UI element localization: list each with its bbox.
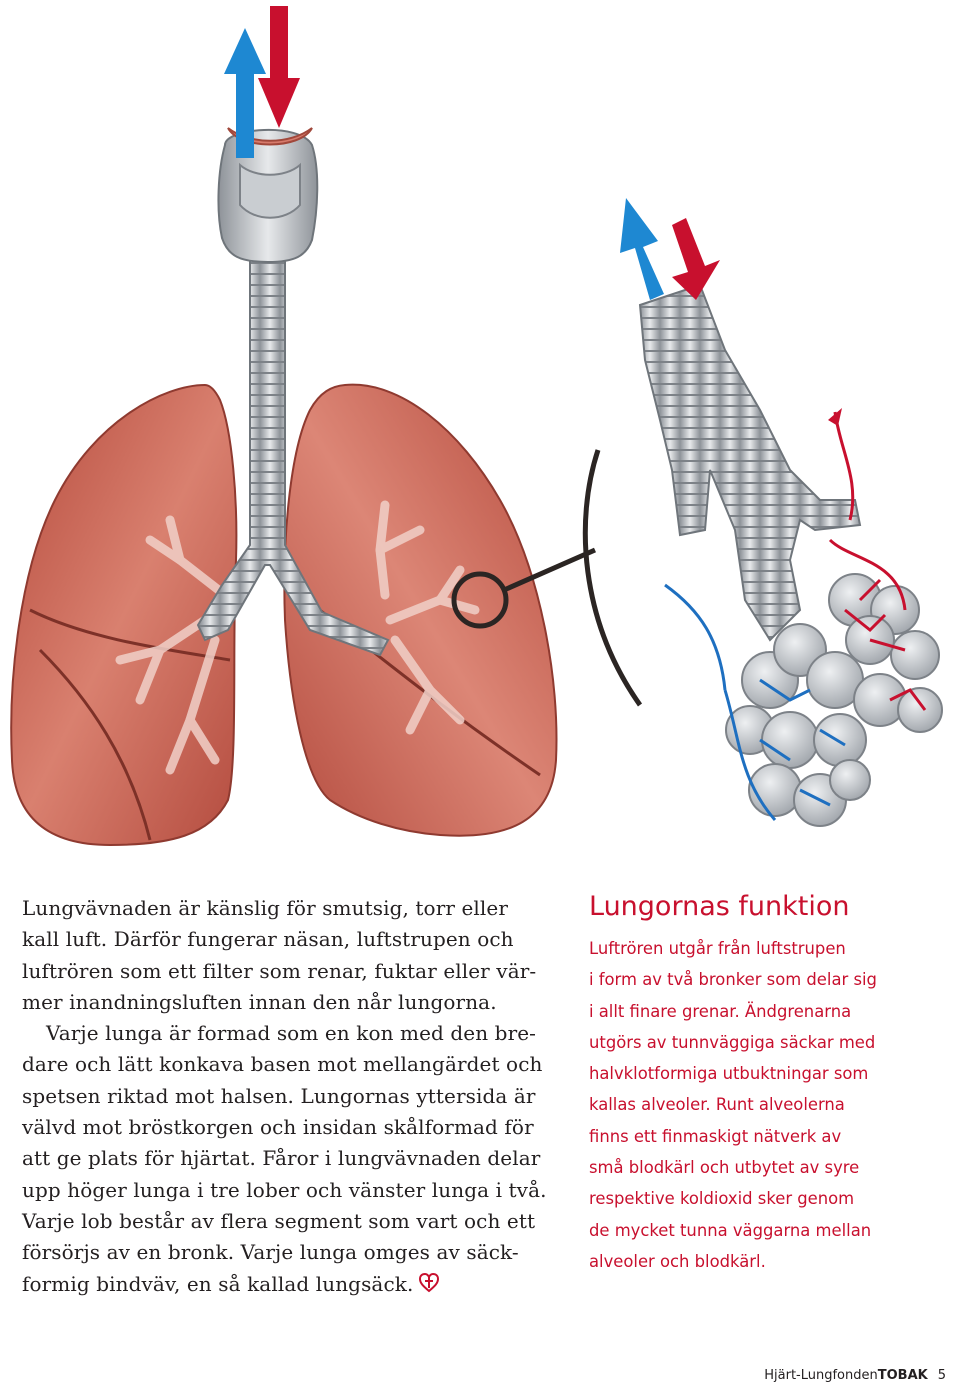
- body-line: formig bindväv, en så kallad lungsäck.: [22, 1271, 414, 1296]
- sidebar-line: utgörs av tunnväggiga säckar med: [589, 1032, 876, 1052]
- bronchial-tree: [115, 500, 480, 775]
- footer-publisher: Hjärt-Lungfonden: [764, 1368, 878, 1383]
- body-line: spetsen riktad mot halsen. Lungornas ytt…: [22, 1083, 536, 1108]
- inhale-arrow: [258, 6, 300, 128]
- body-line: att ge plats för hjärtat. Fåror i lungvä…: [22, 1146, 541, 1171]
- sidebar-line: Luftrören utgår från luftstrupen: [589, 939, 846, 958]
- sidebar-line: alveoler och blodkärl.: [589, 1251, 766, 1271]
- body-line: Lungvävnaden är känslig för smutsig, tor…: [22, 896, 508, 920]
- body-line: Varje lob består av flera segment som va…: [22, 1208, 536, 1233]
- sidebar-line: halvklotformiga utbuktningar som: [589, 1064, 869, 1084]
- body-paragraph-1: Lungvävnaden är känslig för smutsig, tor…: [22, 893, 542, 1018]
- heart-lung-logo-icon: [419, 1272, 440, 1292]
- page-number: 5: [937, 1368, 946, 1383]
- body-text: Lungvävnaden är känslig för smutsig, tor…: [22, 893, 547, 1300]
- body-line: mer inandningsluften innan den når lungo…: [22, 989, 497, 1014]
- blood-vessels-deoxygenated: [664, 583, 846, 821]
- sidebar-line: respektive koldioxid sker genom: [589, 1189, 855, 1209]
- sidebar-line: små blodkärl och utbytet av syre: [589, 1158, 860, 1178]
- body-line: välvd mot bröstkorgen och insidan skålfo…: [22, 1115, 534, 1140]
- right-lung: [10, 383, 238, 847]
- body-line: dare och lätt konkava basen mot mellangä…: [22, 1052, 543, 1077]
- magnifier-callout: [451, 449, 643, 707]
- bronchiole: [638, 283, 862, 642]
- sidebar-lung-function: Lungornas funktion Luftrören utgår från …: [589, 889, 919, 1277]
- detail-inhale-arrow: [672, 218, 720, 300]
- sidebar-line: i form av två bronker som delar sig: [589, 970, 877, 990]
- sidebar-line: i allt finare grenar. Ändgrenarna: [589, 1001, 852, 1021]
- lung-anatomy-illustration: [10, 6, 943, 847]
- exhale-arrow: [224, 28, 266, 158]
- body-line: luftrören som ett filter som renar, fukt…: [22, 958, 537, 983]
- body-line: Varje lunga är formad som en kon med den…: [46, 1021, 537, 1046]
- sidebar-title: Lungornas funktion: [589, 891, 850, 922]
- vessel-flow-arrow: [828, 408, 842, 426]
- sidebar-line: finns ett finmaskigt nätverk av: [589, 1126, 842, 1146]
- body-line: försörjs av en bronk. Varje lunga omges …: [22, 1240, 519, 1265]
- trachea: [196, 254, 390, 657]
- sidebar-line: kallas alveoler. Runt alveolerna: [589, 1095, 845, 1115]
- larynx: [217, 127, 319, 264]
- body-line: kall luft. Därför fungerar näsan, luftst…: [22, 927, 514, 952]
- footer-publication: TOBAK: [877, 1368, 928, 1383]
- body-paragraph-2: Varje lunga är formad som en kon med den…: [22, 1018, 547, 1300]
- detail-exhale-arrow: [620, 198, 664, 300]
- body-line: upp höger lunga i tre lober och vänster …: [22, 1177, 547, 1202]
- page-footer: Hjärt-LungfondenTOBAK 5: [764, 1368, 946, 1383]
- body-line-last: formig bindväv, en så kallad lungsäck.: [22, 1269, 542, 1300]
- sidebar-line: de mycket tunna väggarna mellan: [589, 1220, 872, 1240]
